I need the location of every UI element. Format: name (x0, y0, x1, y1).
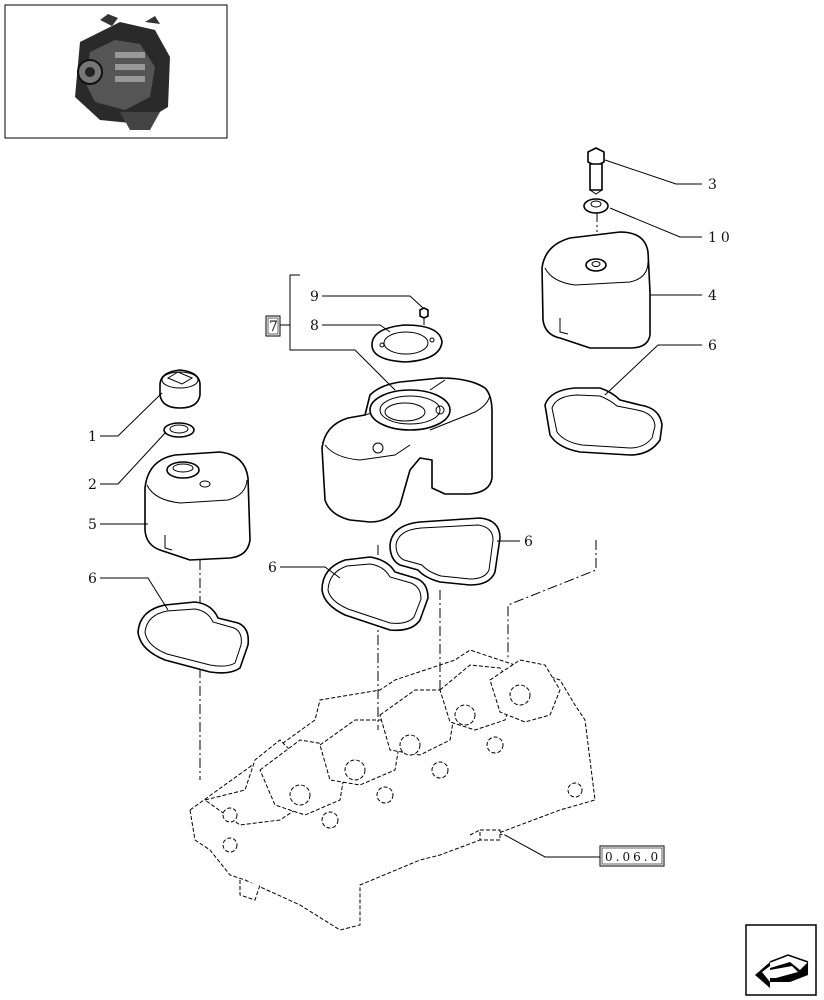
gasket-part-6-mid-lower (321, 556, 429, 632)
callout-6-right: 6 (708, 338, 721, 354)
next-page-arrow-icon[interactable] (745, 924, 817, 996)
valve-cover-part-7 (321, 377, 493, 523)
valve-cover-part-5 (144, 451, 251, 561)
leader-lines (100, 159, 702, 858)
callout-7: 7 (269, 319, 278, 335)
callout-2: 2 (88, 477, 101, 493)
callout-8: 8 (310, 318, 323, 334)
gasket-part-6-right (544, 387, 663, 456)
callout-10: 10 (708, 230, 734, 246)
washer-part-10 (583, 198, 609, 214)
engine-thumbnail-icon (4, 4, 228, 139)
callout-6-left: 6 (88, 571, 101, 587)
flange-part-8 (371, 324, 443, 363)
gasket-part-6-left (137, 601, 250, 674)
gasket-part-6-mid-upper (389, 517, 501, 586)
callout-9: 9 (310, 289, 323, 305)
oil-cap-part-1 (159, 369, 201, 409)
callout-3: 3 (708, 177, 721, 193)
cylinder-head (189, 649, 596, 931)
seal-ring-part-2 (163, 422, 195, 438)
reference-box[interactable]: 0.06.0 (599, 845, 665, 867)
screw-part-9 (419, 307, 429, 325)
bolt-part-3 (587, 147, 605, 195)
callout-1: 1 (88, 429, 101, 445)
callout-7-box: 7 (265, 315, 281, 337)
callout-5: 5 (88, 517, 101, 533)
callout-4: 4 (708, 288, 721, 304)
valve-cover-part-4 (541, 231, 651, 349)
callout-6-mid-right: 6 (524, 534, 537, 550)
reference-label: 0.06.0 (605, 850, 661, 864)
callout-6-mid: 6 (268, 560, 281, 576)
